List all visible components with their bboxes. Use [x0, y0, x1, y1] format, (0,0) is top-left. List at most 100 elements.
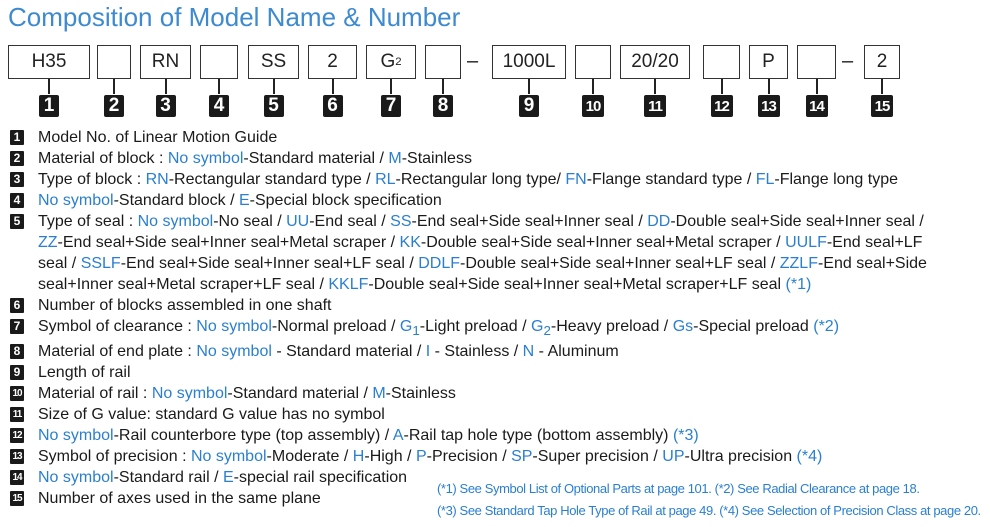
description-text: -End seal+Side seal+Inner seal+LF seal / — [120, 255, 419, 272]
symbol-code: M — [372, 385, 386, 403]
symbol-code: E — [222, 469, 234, 487]
symbol-code: KK — [399, 234, 421, 251]
code-box-9: 1000L — [492, 45, 566, 94]
symbol-code: SS — [390, 213, 412, 230]
description-text: -Flange standard type / — [586, 171, 756, 188]
description-text: -Special block specification — [249, 192, 442, 209]
description-text: -Double seal+Side seal+Inner seal / — [670, 213, 924, 230]
number-badge: 5 — [10, 214, 24, 229]
footnote-line: (*1) See Symbol List of Optional Parts a… — [437, 481, 920, 496]
list-item-15: 15 Number of axes used in the same plane — [10, 488, 927, 509]
description-text: -Rail counterbore type (top assembly) / — [113, 427, 393, 445]
symbol-code: RN — [145, 171, 169, 188]
symbol-code: I — [425, 343, 431, 361]
description-text: -Stainless — [385, 385, 456, 403]
description-text: -Flange long type — [774, 171, 899, 188]
number-badge: 11 — [10, 407, 24, 423]
description-text: Symbol of clearance : — [38, 318, 197, 335]
code-box-text: 1000L — [502, 51, 556, 72]
description-text: -Stainless — [401, 150, 472, 167]
symbol-code: No symbol — [137, 213, 214, 230]
symbol-code: (*1) — [785, 276, 812, 293]
connector-line — [48, 79, 50, 94]
dash-separator: – — [842, 50, 854, 72]
symbol-code: No symbol — [151, 385, 228, 403]
symbol-code: FN — [565, 171, 587, 188]
list-item-9: 9 Length of rail — [10, 362, 927, 383]
symbol-code: UP — [662, 448, 685, 466]
description-text: Number of axes used in the same plane — [38, 490, 321, 508]
symbol-code: Gs — [672, 318, 694, 335]
symbol-code: SSLF — [80, 255, 121, 272]
connector-line — [720, 79, 723, 94]
code-box-15: 2 — [864, 45, 900, 94]
description-text: - Stainless / — [430, 343, 523, 361]
description-text: -Rail tap hole type (bottom assembly) — [403, 427, 673, 445]
number-badge: 2 — [10, 151, 24, 166]
symbol-code: N — [522, 343, 535, 361]
dash-separator: – — [467, 50, 479, 72]
symbol-code: UU — [286, 213, 310, 230]
page-title: Composition of Model Name & Number — [8, 2, 461, 32]
number-badge: 9 — [10, 365, 24, 381]
number-badge: 6 — [322, 95, 343, 117]
connector-line — [272, 79, 275, 94]
description-text: -Double seal+Side seal+Inner seal+LF sea… — [460, 255, 780, 272]
number-badge: 3 — [10, 172, 24, 187]
symbol-code: ZZ — [38, 234, 58, 251]
symbol-code: No symbol — [190, 448, 267, 466]
code-box-8 — [425, 45, 461, 94]
footnote-line: (*3) See Standard Tap Hole Type of Rail … — [437, 503, 981, 518]
number-badge: 10 — [10, 386, 24, 402]
connector-line — [218, 79, 220, 94]
description-text: Material of block : — [38, 150, 168, 167]
description-text: -No seal / — [213, 213, 287, 230]
description-text: Length of rail — [38, 364, 131, 382]
description-text: -Double seal+Side seal+Inner seal+Metal … — [420, 234, 786, 251]
description-text: Number of blocks assembled in one shaft — [38, 297, 332, 314]
code-box-text: 20/20 — [631, 51, 679, 72]
connector-line — [442, 79, 444, 94]
description-text: Model No. of Linear Motion Guide — [38, 129, 278, 146]
code-box-text: H35 — [31, 51, 67, 72]
connector-line — [815, 79, 818, 94]
description-text: -Rectangular standard type / — [168, 171, 376, 188]
description-text: Material of end plate : — [38, 343, 197, 361]
connector-line — [331, 79, 334, 94]
symbol-code: ZZLF — [779, 255, 818, 272]
description-text: -Rectangular long type/ — [395, 171, 566, 188]
code-box-3: RN — [140, 45, 191, 94]
symbol-code: FL — [755, 171, 775, 188]
number-badge: 13 — [757, 95, 780, 117]
symbol-code: No symbol — [38, 427, 114, 445]
symbol-code: H — [352, 448, 365, 466]
number-badge: 15 — [10, 491, 24, 507]
description-text: Type of block : — [38, 171, 146, 188]
connector-line — [654, 79, 656, 94]
code-box-13: P — [749, 45, 788, 94]
symbol-code: (*4) — [796, 448, 823, 466]
code-box-text: G — [380, 51, 396, 72]
description-text: -End seal+Side seal+Inner seal+Metal scr… — [57, 234, 400, 251]
number-badge: 8 — [10, 344, 24, 360]
footnotes: (*1) See Symbol List of Optional Parts a… — [437, 478, 981, 522]
number-badge: 7 — [10, 319, 24, 334]
description-text: Symbol of precision : — [38, 448, 191, 466]
number-badge: 15 — [871, 95, 893, 117]
code-box-2 — [97, 45, 131, 94]
symbol-code: E — [238, 192, 250, 209]
code-box-text: SS — [260, 51, 287, 72]
symbol-code: SP — [511, 448, 533, 466]
description-text: -End seal+Side seal+Inner seal / — [411, 213, 648, 230]
code-box-10 — [575, 45, 611, 94]
description-text: -Standard material / — [243, 150, 389, 167]
